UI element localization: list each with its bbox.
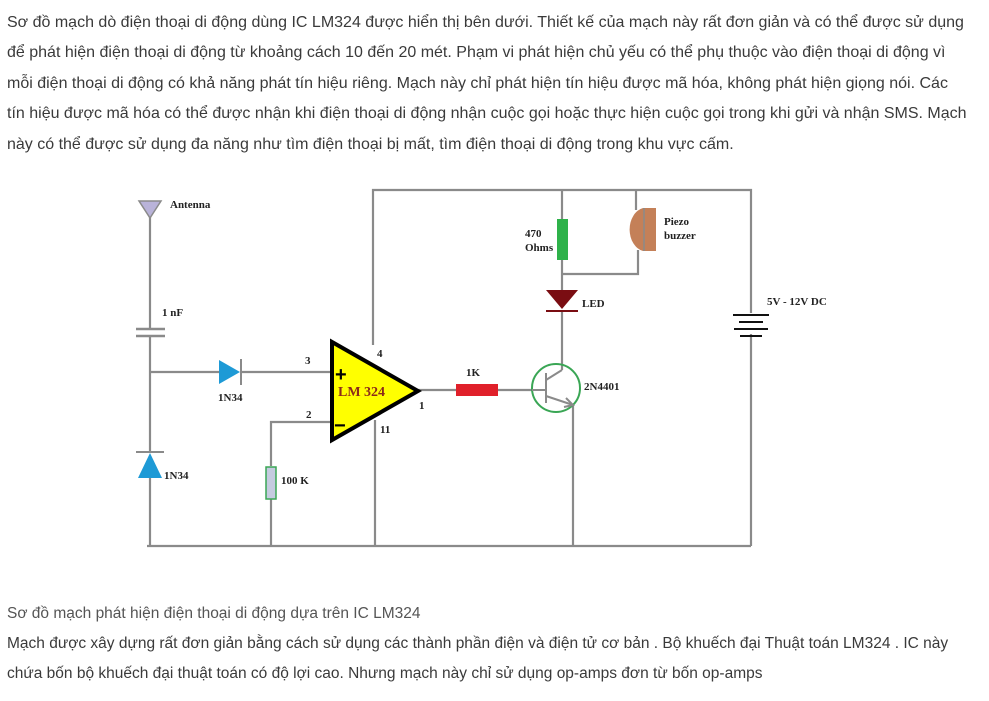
antenna-label: Antenna	[170, 199, 211, 211]
piezo-label-line2: buzzer	[664, 230, 696, 242]
piezo-label-line1: Piezo	[664, 216, 690, 228]
resistor-1k-label: 1K	[466, 367, 481, 379]
led-icon	[546, 290, 578, 312]
transistor-2n4401-icon	[531, 363, 581, 413]
wires	[147, 188, 753, 548]
battery-icon	[733, 314, 769, 337]
figure-caption: Sơ đồ mạch phát hiện điện thoại di động …	[7, 605, 421, 622]
transistor-label: 2N4401	[584, 381, 619, 393]
pin-2-label: 2	[306, 409, 312, 421]
resistor-1k-icon	[456, 384, 498, 396]
intro-paragraph: Sơ đồ mạch dò điện thoại di động dùng IC…	[7, 14, 967, 153]
pin-1-label: 1	[419, 400, 425, 412]
diode-1n34-horizontal-icon	[219, 359, 242, 385]
wire-piezo-loop	[562, 250, 640, 276]
capacitor-label: 1 nF	[162, 307, 183, 319]
diode-1n34-vertical-icon	[136, 451, 164, 478]
resistor-100k-icon	[265, 466, 277, 500]
diode2-label: 1N34	[164, 470, 189, 482]
wire-pin2	[269, 420, 331, 466]
pin-11-label: 11	[380, 424, 390, 436]
opamp-label: LM 324	[338, 385, 385, 400]
resistor-470-icon	[557, 219, 568, 260]
led-label: LED	[582, 298, 605, 310]
resistor-470-label-line1: 470	[525, 228, 542, 240]
capacitor-icon	[136, 327, 165, 338]
pin-3-label: 3	[305, 355, 311, 367]
opamp-minus-sign: −	[334, 415, 346, 437]
supply-label: 5V - 12V DC	[767, 296, 827, 308]
antenna-icon	[137, 200, 163, 220]
resistor-100k-label: 100 K	[281, 475, 309, 487]
opamp-lm324-icon	[330, 338, 423, 444]
piezo-buzzer-icon	[629, 208, 656, 251]
opamp-plus-sign: +	[335, 364, 347, 386]
body-paragraph: Mạch được xây dựng rất đơn giản bằng các…	[7, 635, 949, 683]
pin-4-label: 4	[377, 348, 383, 360]
diode1-label: 1N34	[218, 392, 243, 404]
resistor-470-label-line2: Ohms	[525, 242, 554, 254]
